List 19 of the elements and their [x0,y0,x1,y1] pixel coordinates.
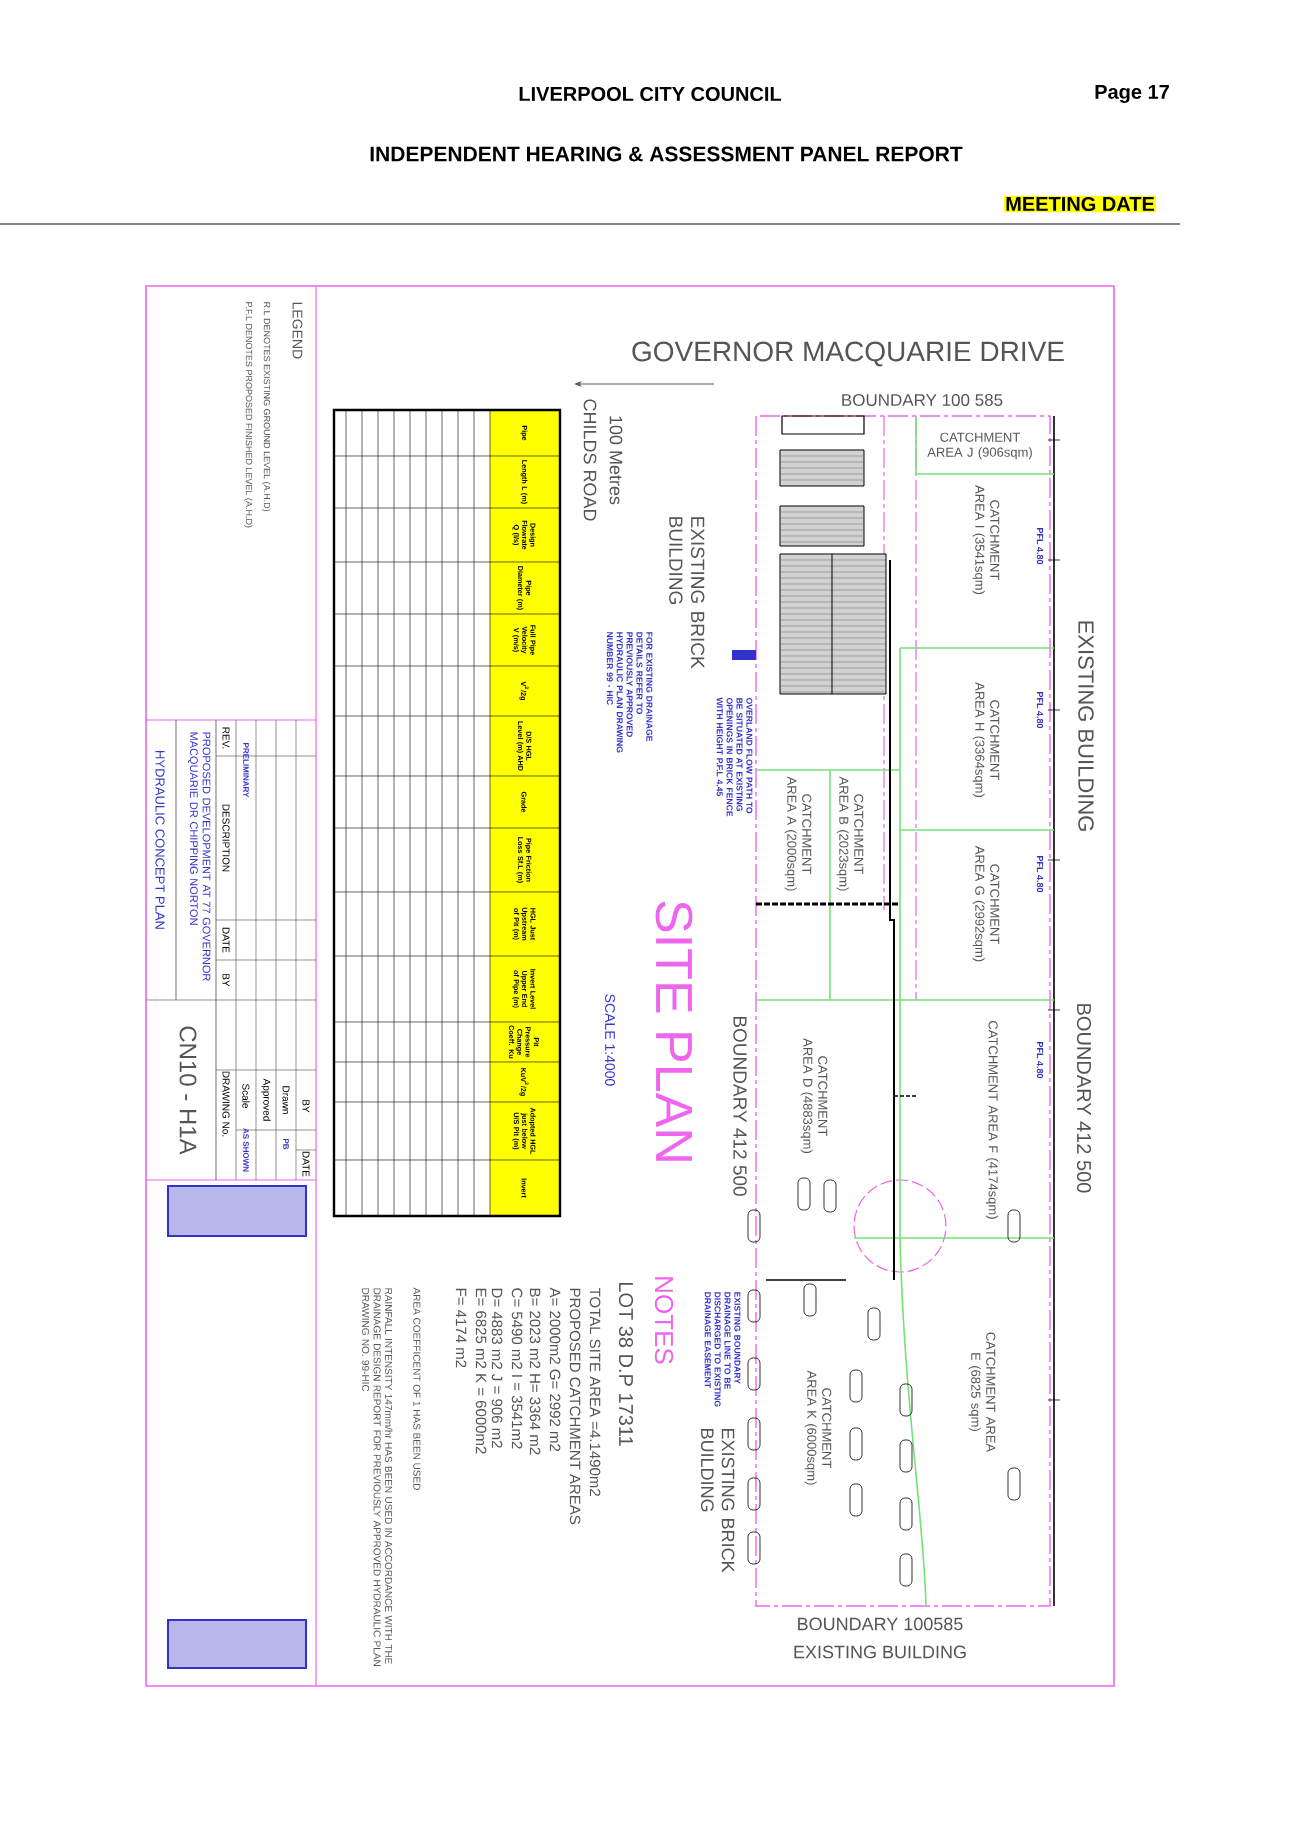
drawing-number: CN10 - H1A [179,1026,197,1155]
page-number: Page 17 [1095,85,1169,103]
boundary-label: BOUNDARY 100 585 [842,394,1003,406]
meeting-date: MEETING DATE [1004,195,1156,213]
street-name: GOVERNOR MACQUARIE DRIVE [632,341,1064,367]
notes-heading: NOTES [654,1277,674,1364]
lot-label: LOT 38 D.P 17311 [618,1282,634,1446]
plan-title: SITE PLAN [655,901,693,1161]
scale-bar-label: 100 Metres [609,416,623,505]
building-label: EXISTING BRICK BUILDING [700,1429,735,1573]
building-label: EXISTING BRICK BUILDING [669,517,705,669]
road-name: CHILDS ROAD [583,399,597,521]
header-text: LIVERPOOL CITY COUNCIL [519,86,782,102]
boundary-label: BOUNDARY 100585 [798,1617,963,1631]
building-label: EXISTING BUILDING [794,1645,966,1659]
header-text: INDEPENDENT HEARING & ASSESSMENT PANEL REPORT [370,146,963,162]
building-label: EXISTING BUILDING [1078,621,1094,831]
boundary-label: BOUNDARY 412 500 [733,1016,747,1196]
boundary-label: BOUNDARY 412 500 [1076,1004,1092,1193]
